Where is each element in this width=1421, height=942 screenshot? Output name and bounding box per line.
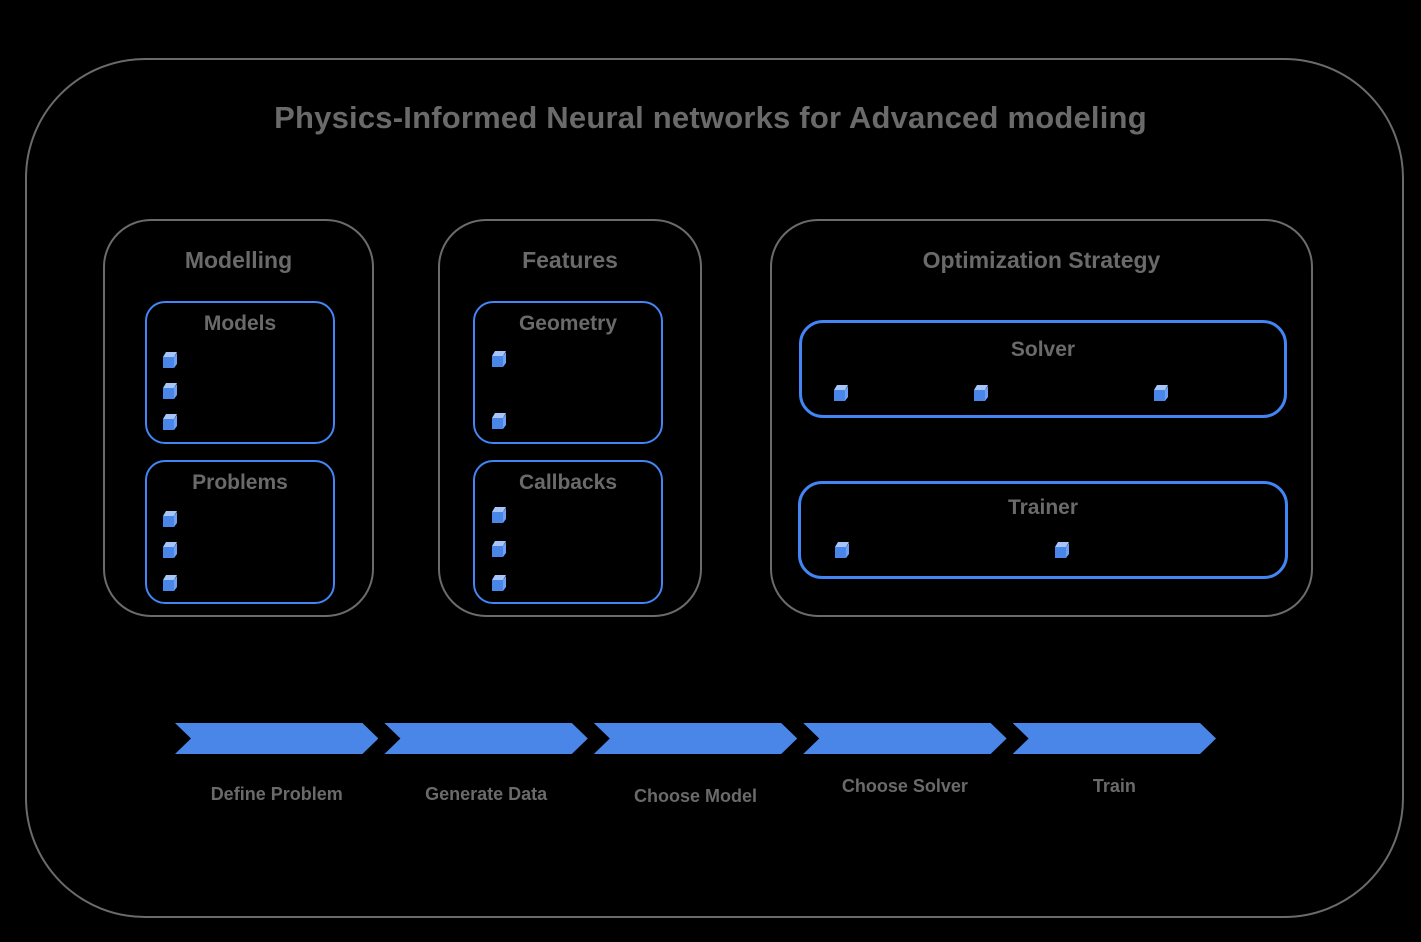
box-solver: Solver — [799, 320, 1287, 418]
flow-step-choose-solver: Choose Solver — [841, 776, 968, 796]
box-solver-title: Solver — [1010, 338, 1076, 361]
cube-icon — [1154, 385, 1169, 401]
panel-modelling: Modelling Models Problems — [103, 219, 374, 617]
chevron-arrow-icon — [384, 723, 587, 754]
panel-features-title: Features — [522, 247, 618, 273]
cube-icon — [163, 575, 178, 591]
cube-icon — [1055, 542, 1070, 558]
panel-optimization-title: Optimization Strategy — [922, 247, 1161, 273]
cube-icon — [974, 385, 989, 401]
box-problems-title: Problems — [192, 471, 288, 494]
box-problems: Problems — [145, 460, 335, 604]
box-models-title: Models — [203, 312, 277, 335]
process-flow — [175, 723, 1216, 754]
flow-step-generate-data: Generate Data — [425, 784, 548, 804]
panel-features: Features Geometry Callbacks — [438, 219, 702, 617]
flow-step-train: Train — [1092, 776, 1136, 796]
cube-icon — [492, 507, 507, 523]
chevron-arrow-icon — [594, 723, 797, 754]
cube-icon — [163, 383, 178, 399]
cube-icon — [163, 511, 178, 527]
cube-icon — [835, 542, 850, 558]
cube-icon — [163, 542, 178, 558]
chevron-arrow-icon — [1013, 723, 1216, 754]
cube-icon — [163, 352, 178, 368]
cube-icon — [492, 575, 507, 591]
chevron-arrow-icon — [803, 723, 1006, 754]
box-geometry: Geometry — [473, 301, 663, 444]
panel-modelling-title: Modelling — [184, 247, 293, 273]
cube-icon — [492, 541, 507, 557]
flow-step-define-problem: Define Problem — [210, 784, 343, 804]
outer-frame — [25, 58, 1404, 918]
process-flow-labels: Define Problem Generate Data Choose Mode… — [175, 776, 1216, 806]
box-geometry-title: Geometry — [518, 312, 618, 335]
chevron-arrow-icon — [175, 723, 378, 754]
box-trainer-title: Trainer — [1007, 496, 1079, 519]
cube-icon — [834, 385, 849, 401]
flow-step-choose-model: Choose Model — [634, 786, 758, 806]
box-callbacks: Callbacks — [473, 460, 663, 604]
cube-icon — [163, 414, 178, 430]
box-callbacks-title: Callbacks — [518, 471, 618, 494]
cube-icon — [492, 351, 507, 367]
panel-optimization-strategy: Optimization Strategy Solver Trainer — [770, 219, 1313, 617]
page-title: Physics-Informed Neural networks for Adv… — [274, 100, 1147, 135]
cube-icon — [492, 413, 507, 429]
box-trainer: Trainer — [798, 481, 1288, 579]
box-models: Models — [145, 301, 335, 444]
